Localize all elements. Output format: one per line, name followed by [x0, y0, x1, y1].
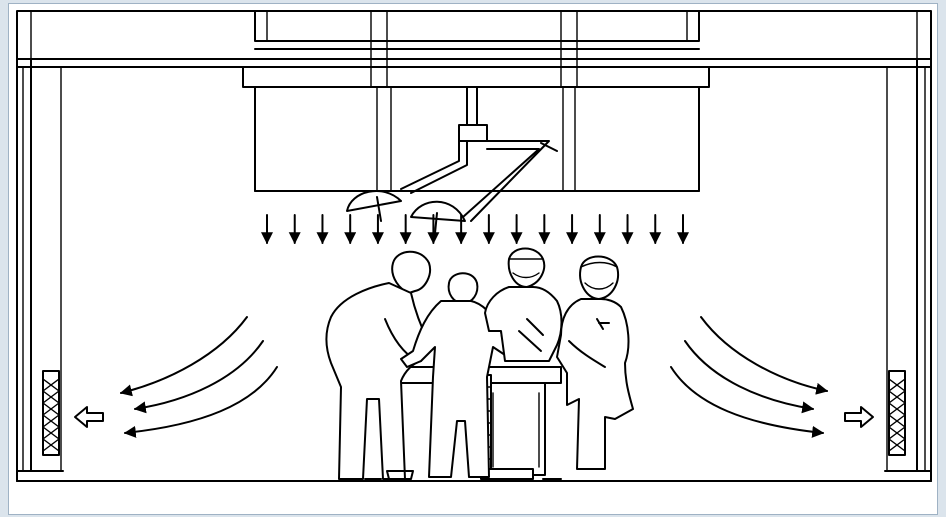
surgical-lamp [347, 87, 557, 233]
exhaust-grille-right [889, 371, 905, 455]
diagram-canvas [8, 3, 938, 515]
downflow-arrows [267, 215, 683, 243]
exhaust-grille-left [43, 371, 59, 455]
surgeon-figure-4 [557, 257, 633, 470]
surgeon-figure-1 [327, 252, 431, 479]
curved-airflow-left [121, 317, 277, 433]
outflow-arrow-left [75, 407, 103, 427]
outflow-arrow-right [845, 407, 873, 427]
curved-airflow-right [671, 317, 827, 433]
operating-room-diagram [9, 4, 939, 516]
